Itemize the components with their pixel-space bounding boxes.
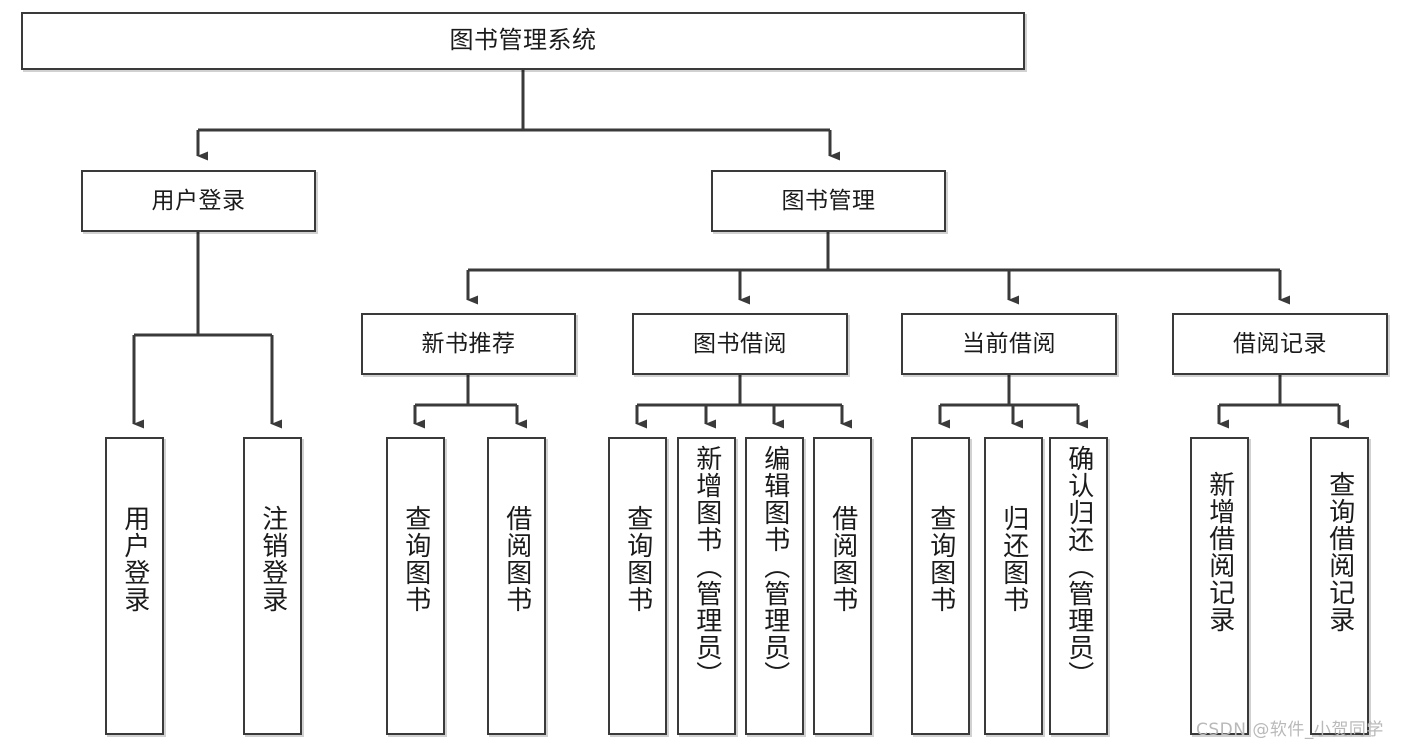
node-root[interactable]: 图书管理系统 xyxy=(21,12,1025,70)
node-leaf-query-book-2-label: 查询图书 xyxy=(622,505,653,613)
node-root-label: 图书管理系统 xyxy=(449,26,597,55)
node-leaf-query-book-1[interactable]: 查询图书 xyxy=(386,437,445,735)
node-leaf-query-book-1-label: 查询图书 xyxy=(400,505,431,613)
node-book-borrow-label: 图书借阅 xyxy=(693,330,787,357)
node-leaf-logout-label: 注销登录 xyxy=(257,505,288,613)
node-current-borrow[interactable]: 当前借阅 xyxy=(901,313,1117,375)
node-leaf-borrow-book-1[interactable]: 借阅图书 xyxy=(487,437,546,735)
node-new-book-recommend[interactable]: 新书推荐 xyxy=(361,313,576,375)
node-leaf-confirm-return-label: 确认归还（管理员） xyxy=(1063,445,1094,688)
node-borrow-record[interactable]: 借阅记录 xyxy=(1172,313,1388,375)
node-leaf-query-book-2[interactable]: 查询图书 xyxy=(608,437,667,735)
node-user-login[interactable]: 用户登录 xyxy=(81,170,316,232)
node-leaf-add-book[interactable]: 新增图书（管理员） xyxy=(677,437,736,735)
node-leaf-edit-book-label: 编辑图书（管理员） xyxy=(759,445,790,688)
node-leaf-query-record[interactable]: 查询借阅记录 xyxy=(1310,437,1369,735)
node-borrow-record-label: 借阅记录 xyxy=(1233,330,1327,357)
node-new-book-recommend-label: 新书推荐 xyxy=(421,330,516,357)
node-leaf-edit-book[interactable]: 编辑图书（管理员） xyxy=(745,437,804,735)
node-leaf-return-book-label: 归还图书 xyxy=(998,505,1029,613)
node-leaf-query-record-label: 查询借阅记录 xyxy=(1324,471,1355,633)
node-leaf-query-book-3[interactable]: 查询图书 xyxy=(911,437,970,735)
node-leaf-borrow-book-2-label: 借阅图书 xyxy=(827,505,858,613)
node-user-login-label: 用户登录 xyxy=(151,187,246,214)
node-book-manage[interactable]: 图书管理 xyxy=(711,170,946,232)
csdn-watermark: CSDN @软件_小贺同学 xyxy=(1196,720,1384,740)
node-leaf-borrow-book-2[interactable]: 借阅图书 xyxy=(813,437,872,735)
node-leaf-add-book-label: 新增图书（管理员） xyxy=(691,445,722,688)
node-book-manage-label: 图书管理 xyxy=(781,187,876,214)
node-leaf-add-record-label: 新增借阅记录 xyxy=(1204,471,1235,633)
node-leaf-add-record[interactable]: 新增借阅记录 xyxy=(1190,437,1249,735)
node-leaf-return-book[interactable]: 归还图书 xyxy=(984,437,1043,735)
node-leaf-confirm-return[interactable]: 确认归还（管理员） xyxy=(1049,437,1108,735)
node-leaf-borrow-book-1-label: 借阅图书 xyxy=(501,505,532,613)
node-leaf-user-login-label: 用户登录 xyxy=(119,505,150,613)
node-leaf-query-book-3-label: 查询图书 xyxy=(925,505,956,613)
node-leaf-user-login[interactable]: 用户登录 xyxy=(105,437,164,735)
node-leaf-logout[interactable]: 注销登录 xyxy=(243,437,302,735)
node-current-borrow-label: 当前借阅 xyxy=(962,330,1056,357)
node-book-borrow[interactable]: 图书借阅 xyxy=(632,313,848,375)
